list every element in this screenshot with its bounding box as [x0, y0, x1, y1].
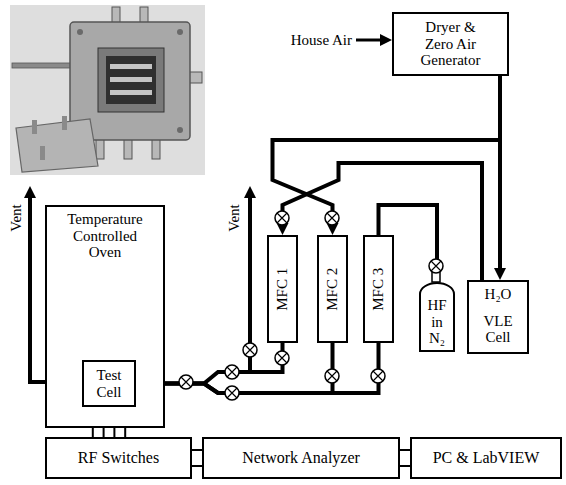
equipment-box: Dryer & Zero Air Generator — [392, 12, 509, 76]
node-label: Test Cell — [88, 367, 130, 400]
pipe-connector — [192, 450, 202, 466]
valve-cross — [327, 213, 337, 223]
vent-label: Vent — [226, 204, 243, 232]
valve-body — [275, 351, 289, 365]
pipe-connector — [400, 450, 410, 466]
valve-cross — [245, 345, 255, 355]
vle-cell-box: H₂O VLE Cell — [467, 280, 529, 354]
node-label: RF Switches — [78, 449, 159, 467]
node-label: HF in N₂ — [424, 297, 450, 347]
photo-ground — [10, 5, 205, 175]
valve-cross — [277, 213, 287, 223]
valve-body — [275, 211, 289, 225]
photo-lid — [16, 119, 98, 172]
test-cell-box: Test Cell — [82, 360, 136, 407]
valve-body — [225, 386, 239, 400]
instrument-box: Network Analyzer — [202, 437, 400, 479]
valve-symbol — [371, 369, 385, 383]
mfc-box: MFC 2 — [317, 235, 348, 343]
instrument-box: RF Switches — [45, 437, 192, 479]
valve-cross — [181, 377, 191, 387]
valve-body — [325, 211, 339, 225]
photo-inset — [10, 5, 205, 175]
node-label: Temperature Controlled Oven — [59, 211, 151, 261]
photo-strip — [110, 90, 152, 95]
valve-symbol — [225, 365, 239, 379]
valve-symbol — [179, 375, 193, 389]
inlet-label: House Air — [291, 32, 352, 49]
valve-symbol — [275, 211, 289, 225]
pipe-connector — [273, 76, 501, 225]
photo-screw — [77, 29, 83, 35]
valve-symbol — [225, 386, 239, 400]
valve-body — [225, 365, 239, 379]
node-label: Network Analyzer — [242, 449, 360, 467]
valve-cross — [373, 371, 383, 381]
photo-connector — [96, 139, 104, 159]
photo-window — [106, 56, 156, 104]
node-label: MFC 3 — [370, 268, 387, 311]
cylinder-body — [420, 283, 454, 351]
oven-box: Temperature Controlled OvenTest Cell — [45, 205, 165, 428]
valve-cross — [227, 388, 237, 398]
photo-post — [62, 116, 67, 130]
inlet-arrow — [356, 39, 382, 42]
photo-connector — [124, 139, 132, 159]
photo-screw — [177, 127, 183, 133]
node-sublabel: VLE Cell — [474, 313, 522, 346]
node-label: PC & LabVIEW — [433, 449, 540, 467]
valve-cross — [431, 261, 441, 271]
vent-label: Vent — [8, 204, 25, 232]
valve-cross — [327, 371, 337, 381]
valve-cross — [227, 367, 237, 377]
photo-post — [32, 120, 37, 134]
valve-body — [371, 369, 385, 383]
photo-screw — [177, 29, 183, 35]
pipe-connector — [136, 343, 379, 393]
valve-symbol — [325, 369, 339, 383]
instrument-box: PC & LabVIEW — [410, 437, 562, 479]
photo-rod — [12, 63, 72, 68]
photo-connector — [152, 139, 160, 159]
mfc-box: MFC 1 — [267, 235, 298, 343]
node-label: H₂O — [485, 286, 512, 303]
valve-cross — [277, 353, 287, 363]
valve-symbol — [429, 259, 443, 273]
photo-post — [40, 146, 45, 160]
valve-body — [179, 375, 193, 389]
mfc-box: MFC 3 — [363, 235, 394, 343]
gas-cylinder: HF in N₂ — [419, 282, 455, 352]
valve-body — [325, 369, 339, 383]
photo-strip — [110, 77, 152, 82]
valve-symbol — [325, 211, 339, 225]
valve-symbol — [275, 351, 289, 365]
node-label: MFC 1 — [274, 268, 291, 311]
photo-frame — [98, 48, 164, 112]
valve-symbol — [243, 343, 257, 357]
node-label: MFC 2 — [324, 268, 341, 311]
valve-body — [243, 343, 257, 357]
valve-body — [429, 259, 443, 273]
node-label: Dryer & Zero Air Generator — [414, 19, 488, 69]
photo-strip — [110, 64, 152, 69]
